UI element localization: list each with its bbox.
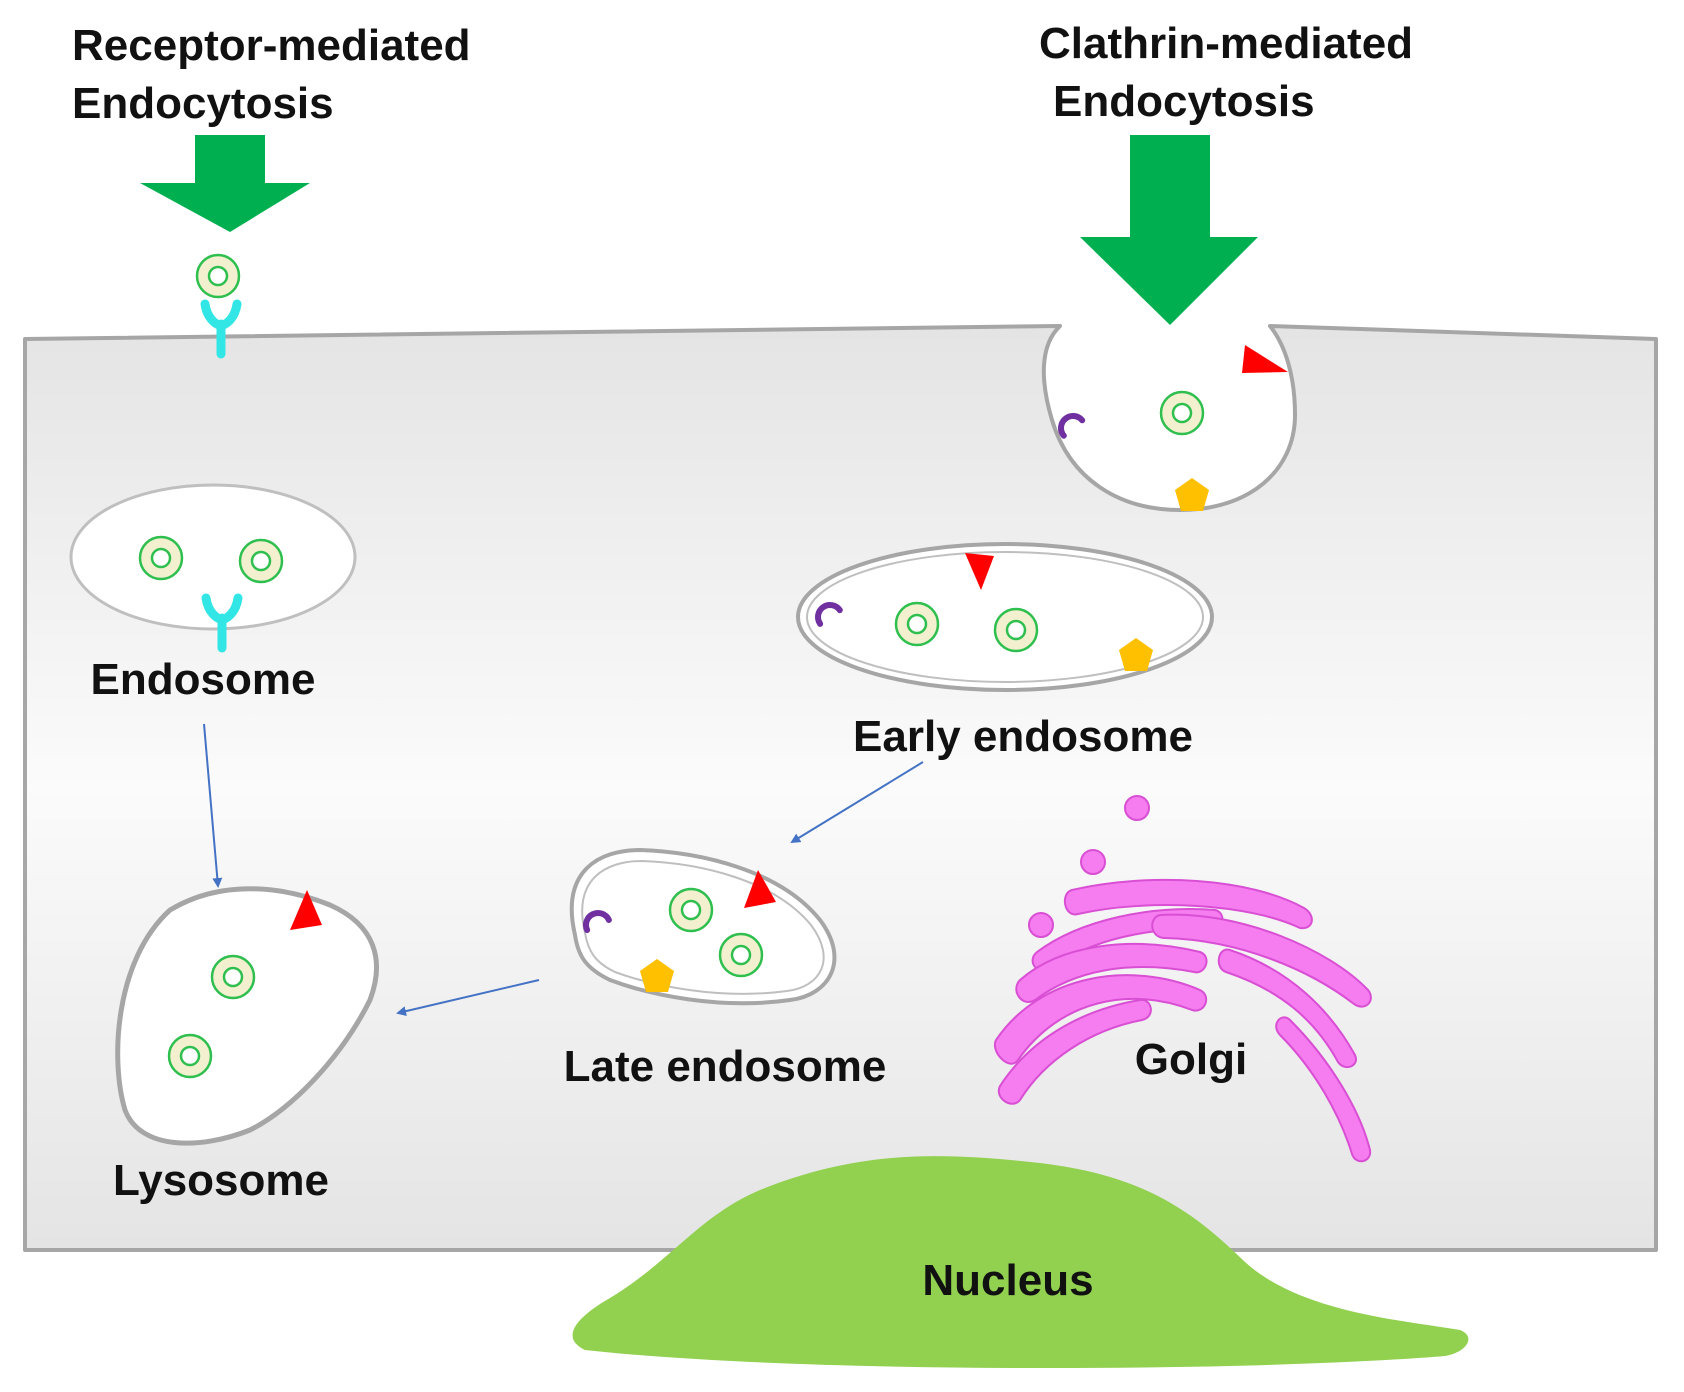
cargo-particle-icon bbox=[167, 1033, 213, 1079]
nucleus bbox=[572, 1156, 1469, 1369]
lysosome-label: Lysosome bbox=[113, 1156, 329, 1205]
cargo-particle-icon bbox=[668, 887, 714, 933]
cargo-particle-icon bbox=[238, 538, 284, 584]
cargo-particle-icon bbox=[195, 253, 241, 299]
endosome bbox=[69, 483, 357, 631]
clathrin-entry-arrow bbox=[1080, 135, 1258, 325]
cell-body bbox=[23, 324, 1658, 1252]
flow-arrow-early-to-late bbox=[790, 761, 924, 844]
clathrin-title-line1: Clathrin-mediated bbox=[1039, 19, 1413, 68]
cargo-particle-icon bbox=[993, 607, 1039, 653]
cargo-particle-icon bbox=[138, 535, 184, 581]
cargo-particle-icon bbox=[718, 932, 764, 978]
red-triangle-marker-icon bbox=[744, 870, 776, 908]
cargo-particle-icon bbox=[894, 601, 940, 647]
early-endosome-label: Early endosome bbox=[853, 712, 1193, 761]
flow-arrow-endosome-to-lysosome bbox=[203, 723, 223, 888]
cargo-particle-icon bbox=[210, 954, 256, 1000]
purple-arc-marker-icon bbox=[1056, 411, 1082, 436]
late-endosome-label: Late endosome bbox=[564, 1042, 887, 1091]
golgi-label: Golgi bbox=[1135, 1035, 1247, 1084]
clathrin-title-line2: Endocytosis bbox=[1053, 77, 1315, 126]
receptor-title-line2: Endocytosis bbox=[72, 79, 334, 128]
red-triangle-marker-icon bbox=[965, 553, 994, 590]
nucleus-label: Nucleus bbox=[922, 1256, 1093, 1305]
red-triangle-marker-icon bbox=[1242, 345, 1288, 373]
receptor-title-line1: Receptor-mediated bbox=[72, 21, 471, 70]
early-endosome-inner-membrane bbox=[806, 551, 1204, 683]
cargo-particle-icon bbox=[1159, 390, 1205, 436]
red-triangle-marker-icon bbox=[290, 890, 322, 930]
receptor-entry-arrow bbox=[140, 135, 310, 232]
yellow-pentagon-marker-icon bbox=[1175, 478, 1209, 511]
endosome-label: Endosome bbox=[91, 655, 316, 704]
flow-arrow-late-to-lysosome bbox=[396, 979, 540, 1017]
golgi-apparatus bbox=[993, 795, 1372, 1163]
late-endosome-inner-membrane bbox=[581, 859, 825, 995]
